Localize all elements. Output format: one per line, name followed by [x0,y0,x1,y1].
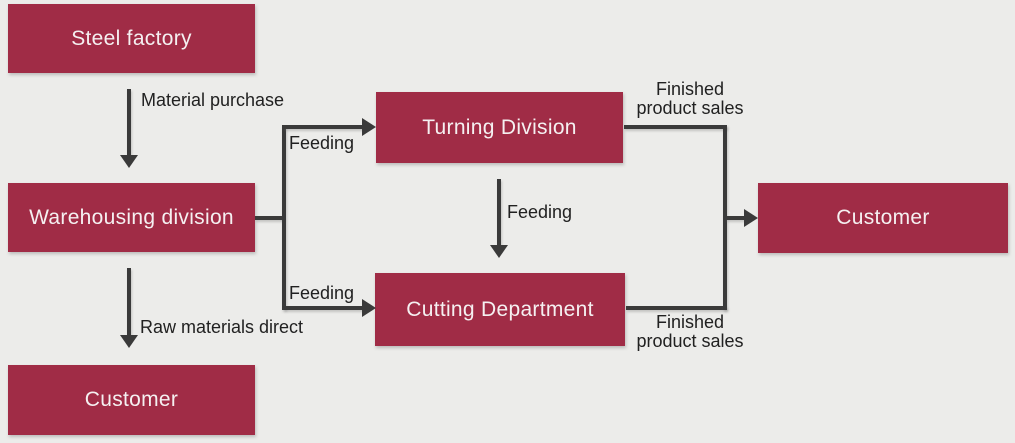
node-cutting-department: Cutting Department [375,273,625,346]
arrowhead-right-icon [362,118,376,136]
arrowhead-down-icon [120,335,138,348]
edge-merge-to-customer [726,216,746,220]
edge-label-feeding-middle: Feeding [507,202,573,222]
edge-warehousing-branch-stub [255,216,283,220]
arrowhead-down-icon [490,245,508,258]
node-customer-right: Customer [758,183,1008,253]
edge-turning-to-cutting [497,179,501,246]
edge-warehousing-to-customer [127,268,131,336]
edge-merge-vertical [723,125,727,310]
edge-feeding-to-cutting [284,306,363,310]
edge-steel-to-warehousing [127,89,131,157]
node-customer-left: Customer [8,365,255,435]
edge-turning-to-merge [624,125,727,129]
arrowhead-right-icon [744,209,758,227]
edge-label-finished-product-sales-bottom: Finished product sales [636,312,744,351]
edge-label-feeding-top: Feeding [289,133,355,153]
edge-label-finished-product-sales-top: Finished product sales [636,79,744,118]
node-warehousing-division: Warehousing division [8,183,255,252]
arrowhead-right-icon [362,299,376,317]
edge-branch-vertical [282,125,286,310]
edge-feeding-to-turning [284,125,363,129]
edge-label-feeding-bottom: Feeding [289,283,355,303]
edge-label-raw-materials-direct: Raw materials direct [140,317,304,337]
arrowhead-down-icon [120,155,138,168]
node-turning-division: Turning Division [376,92,623,163]
node-steel-factory: Steel factory [8,4,255,73]
edge-cutting-to-merge [626,306,727,310]
edge-label-material-purchase: Material purchase [141,90,285,110]
